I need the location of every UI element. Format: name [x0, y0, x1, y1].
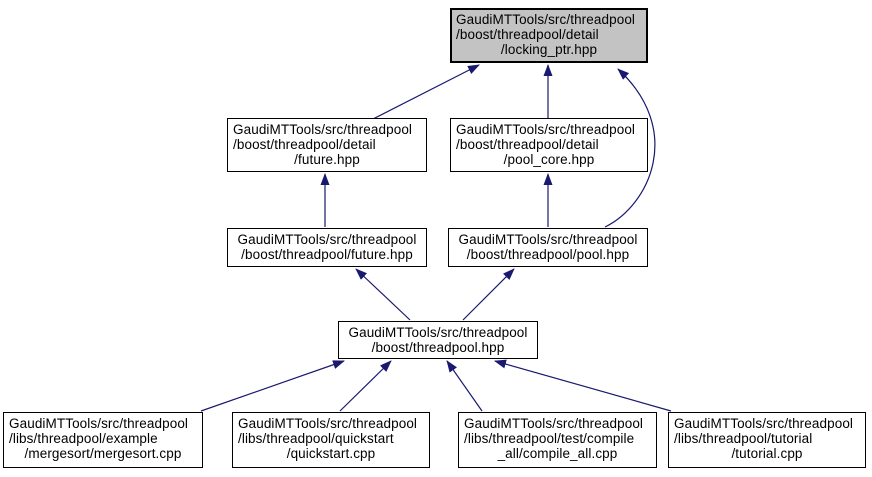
- node-pool-core-hpp[interactable]: GaudiMTTools/src/threadpool /boost/threa…: [450, 118, 648, 172]
- node-label-line: GaudiMTTools/src/threadpool: [674, 416, 854, 431]
- node-label-line: /tutorial.cpp: [731, 446, 803, 461]
- node-label-line: /boost/threadpool/detail: [456, 27, 599, 42]
- include-edge-mergesort-to-threadpool: [200, 360, 345, 412]
- include-edge-future_detail-to-locking_ptr: [372, 64, 480, 120]
- node-future-hpp[interactable]: GaudiMTTools/src/threadpool /boost/threa…: [227, 228, 427, 267]
- node-label-line: /future.hpp: [294, 152, 360, 167]
- include-edge-threadpool-to-pool: [462, 268, 515, 321]
- node-label-line: _all/compile_all.cpp: [497, 446, 618, 461]
- node-label-line: GaudiMTTools/src/threadpool: [464, 416, 644, 431]
- node-detail-future-hpp[interactable]: GaudiMTTools/src/threadpool /boost/threa…: [227, 118, 427, 172]
- node-label-line: /boost/threadpool/pool.hpp: [466, 247, 630, 262]
- include-edge-tutorial-to-threadpool: [494, 359, 672, 412]
- node-label-line: /mergesort/mergesort.cpp: [24, 446, 182, 461]
- node-label-line: /libs/threadpool/tutorial: [674, 431, 813, 446]
- node-label-line: /libs/threadpool/quickstart: [238, 431, 394, 446]
- node-label-line: GaudiMTTools/src/threadpool: [9, 416, 189, 431]
- include-edge-threadpool-to-future: [355, 268, 411, 321]
- node-label-line: GaudiMTTools/src/threadpool: [233, 122, 413, 137]
- node-label-line: /boost/threadpool/detail: [233, 137, 376, 152]
- node-threadpool-hpp[interactable]: GaudiMTTools/src/threadpool /boost/threa…: [338, 321, 538, 359]
- node-label-line: /boost/threadpool/future.hpp: [241, 247, 413, 262]
- node-label-line: /quickstart.cpp: [286, 446, 376, 461]
- node-label-line: /locking_ptr.hpp: [500, 42, 598, 57]
- node-label-line: GaudiMTTools/src/threadpool: [238, 416, 418, 431]
- node-label-line: GaudiMTTools/src/threadpool: [458, 232, 638, 247]
- node-mergesort-cpp[interactable]: GaudiMTTools/src/threadpool /libs/thread…: [3, 412, 203, 468]
- node-label-line: /boost/threadpool.hpp: [371, 340, 505, 355]
- node-label-line: GaudiMTTools/src/threadpool: [456, 12, 636, 27]
- node-label-line: GaudiMTTools/src/threadpool: [237, 232, 417, 247]
- node-quickstart-cpp[interactable]: GaudiMTTools/src/threadpool /libs/thread…: [232, 412, 430, 468]
- node-locking-ptr-hpp[interactable]: GaudiMTTools/src/threadpool /boost/threa…: [450, 8, 648, 63]
- node-label-line: /pool_core.hpp: [503, 152, 595, 167]
- node-pool-hpp[interactable]: GaudiMTTools/src/threadpool /boost/threa…: [448, 228, 648, 267]
- node-compile-all-cpp[interactable]: GaudiMTTools/src/threadpool /libs/thread…: [458, 412, 657, 468]
- include-edge-quickstart-to-threadpool: [339, 360, 392, 412]
- include-edge-pool-to-locking_ptr: [604, 68, 656, 228]
- node-label-line: GaudiMTTools/src/threadpool: [348, 325, 528, 340]
- node-label-line: /libs/threadpool/test/compile: [464, 431, 635, 446]
- node-tutorial-cpp[interactable]: GaudiMTTools/src/threadpool /libs/thread…: [668, 412, 866, 468]
- include-edge-compile_all-to-threadpool: [446, 360, 483, 412]
- node-label-line: /libs/threadpool/example: [9, 431, 158, 446]
- node-label-line: /boost/threadpool/detail: [456, 137, 599, 152]
- node-label-line: GaudiMTTools/src/threadpool: [456, 122, 636, 137]
